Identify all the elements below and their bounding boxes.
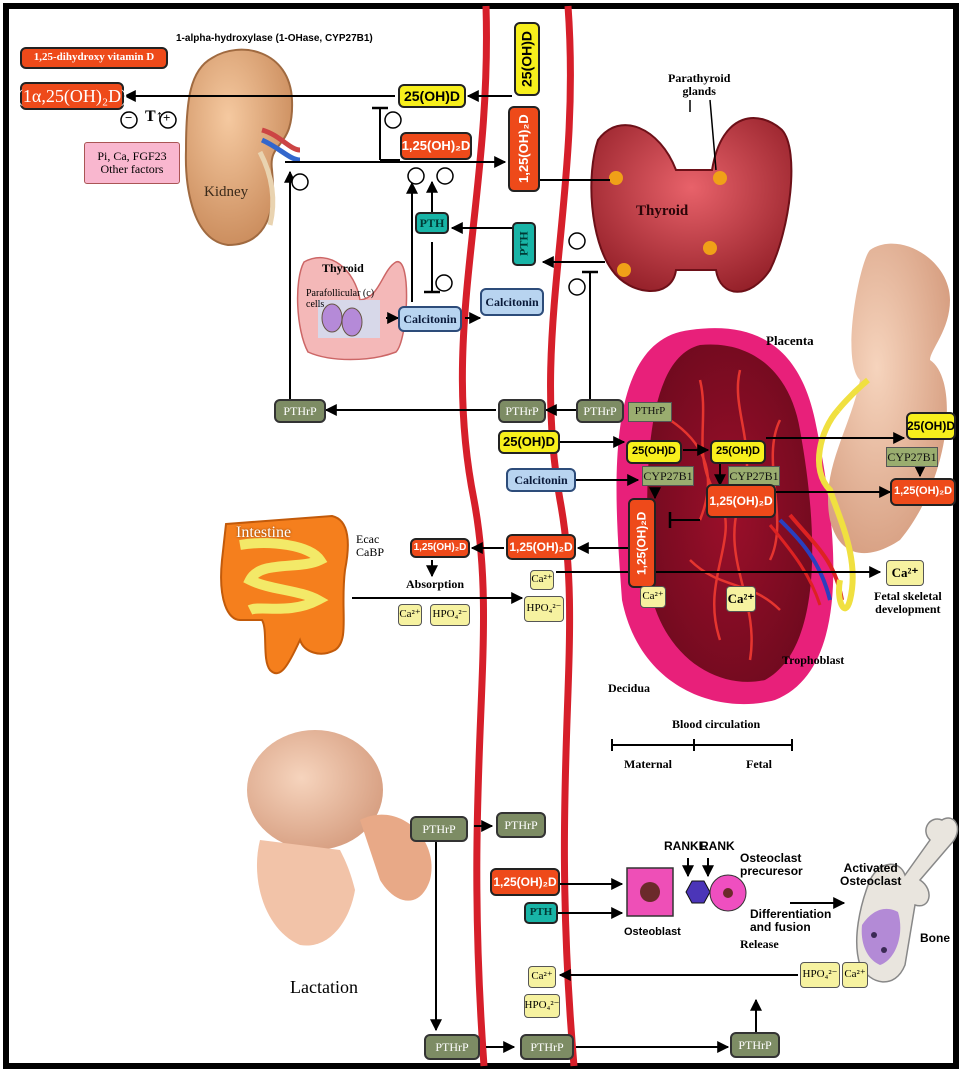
parathyroid-title: Parathyroid glands	[668, 72, 730, 98]
rank-label: RANK	[700, 840, 735, 853]
box-hpo4-bone: HPO₄²⁻	[800, 962, 840, 988]
small-thyroid-title: Thyroid	[322, 262, 364, 275]
lactation-label: Lactation	[290, 978, 358, 998]
parathyroid-gland-1	[609, 171, 623, 185]
calcitriol-name-box: 1,25-dihydroxy vitamin D	[20, 47, 168, 69]
osteoclast-precursor-label: Osteoclast precuresor	[740, 852, 803, 878]
box-25ohd-kidney: 25(OH)D	[398, 84, 466, 108]
kidney-label: Kidney	[204, 184, 248, 201]
box-calcitonin-maternal: Calcitonin	[506, 468, 576, 492]
box-pthrp-bottom-right: PTHrP	[730, 1032, 780, 1058]
box-pthrp-bottom-left: PTHrP	[424, 1034, 480, 1060]
box-125ohd-fetal: 1,25(OH)₂D	[890, 478, 956, 506]
box-25ohd-trophoblast: 25(OH)D	[710, 440, 766, 464]
box-ca-maternal: Ca²⁺	[530, 570, 554, 590]
enzyme-label: 1-alpha-hydroxylase (1-OHase, CYP27B1)	[176, 33, 373, 44]
box-calcitonin-right: Calcitonin	[480, 288, 544, 316]
box-cyp27b1-decidua: CYP27B1	[642, 466, 694, 486]
thyroid-label-big: Thyroid	[636, 203, 688, 220]
box-pthrp-membrane: PTHrP	[498, 399, 546, 423]
box-25ohd-fetal: 25(OH)D	[906, 412, 956, 440]
minus-sign: −	[125, 111, 132, 125]
box-hpo4-maternal: HPO₄²⁻	[524, 596, 564, 622]
box-ca-intestine: Ca²⁺	[398, 604, 422, 626]
maternal-label: Maternal	[624, 758, 672, 771]
decidua-label: Decidua	[608, 682, 650, 695]
activated-osteoclast-label: Activated Osteoclast	[840, 862, 901, 888]
parathyroid-gland-4	[703, 241, 717, 255]
ecac-cabp-label: Ecac CaBP	[356, 533, 384, 559]
fetal-label: Fetal	[746, 758, 772, 771]
box-hpo4-intestine: HPO₄²⁻	[430, 604, 470, 626]
box-25ohd-vertical: 25(OH)D	[514, 22, 540, 96]
rankl-rank-complex	[686, 881, 710, 903]
differentiation-label: Differentiation and fusion	[750, 908, 831, 934]
box-calcitonin-left: Calcitonin	[398, 306, 462, 332]
box-pthrp-placenta: PTHrP	[628, 402, 672, 422]
calcitriol-formula-box: (1α,25(OH)₂D)	[20, 82, 124, 110]
box-pthrp-bottom-membrane: PTHrP	[520, 1034, 574, 1060]
box-pth-vertical: PTH	[512, 222, 536, 266]
plus-sign: +	[163, 111, 170, 125]
box-25ohd-decidua: 25(OH)D	[626, 440, 682, 464]
release-label: Release	[740, 938, 779, 951]
regulation-symbol: T↑	[145, 108, 164, 126]
box-ca-fetal: Ca²⁺	[886, 560, 924, 586]
factors-box: Pi, Ca, FGF23 Other factors	[84, 142, 180, 184]
box-125ohd-trophoblast: 1,25(OH)₂D	[706, 484, 776, 518]
box-pthrp-right: PTHrP	[576, 399, 624, 423]
osteoblast-label: Osteoblast	[624, 926, 681, 938]
box-125ohd-decidua: 1,25(OH)₂D	[628, 498, 656, 588]
box-25ohd-maternal: 25(OH)D	[498, 430, 560, 454]
intestine-label: Intestine	[236, 524, 291, 542]
box-ca-trophoblast: Ca²⁺	[726, 586, 756, 612]
box-125ohd-bone: 1,25(OH)₂D	[490, 868, 560, 896]
parathyroid-gland-3	[617, 263, 631, 277]
box-ca-lactation: Ca²⁺	[528, 966, 556, 988]
placenta-title: Placenta	[766, 334, 814, 348]
box-ca-bone: Ca²⁺	[842, 962, 868, 988]
box-hpo4-lactation: HPO₄²⁻	[524, 994, 560, 1018]
box-125ohd-kidney: 1,25(OH)₂D	[400, 132, 472, 160]
fetal-skeletal-label: Fetal skeletal development	[874, 590, 942, 616]
box-125ohd-maternal: 1,25(OH)₂D	[506, 534, 576, 560]
absorption-label: Absorption	[406, 578, 464, 591]
box-cyp27b1-fetal: CYP27B1	[886, 447, 938, 467]
box-pthrp-lactation: PTHrP	[410, 816, 468, 842]
box-ca-decidua: Ca²⁺	[640, 586, 666, 608]
box-pthrp-left: PTHrP	[274, 399, 326, 423]
box-cyp27b1-trophoblast: CYP27B1	[728, 466, 780, 486]
box-125ohd-vertical: 1,25(OH)₂D	[508, 106, 540, 192]
box-125ohd-intestine: 1,25(OH)₂D	[410, 538, 470, 558]
box-pth-center: PTH	[415, 212, 449, 234]
parathyroid-gland-2	[713, 171, 727, 185]
baby-head	[247, 730, 383, 850]
parafollicular-cells-label: Parafollicular (c) cells	[306, 288, 374, 310]
trophoblast-label: Trophoblast	[782, 654, 844, 667]
membrane-line-left	[462, 6, 486, 1066]
bone-label: Bone	[920, 932, 950, 945]
blood-circulation-label: Blood circulation	[672, 718, 760, 731]
box-pth-bone: PTH	[524, 902, 558, 924]
box-pthrp-lactation-membrane: PTHrP	[496, 812, 546, 838]
